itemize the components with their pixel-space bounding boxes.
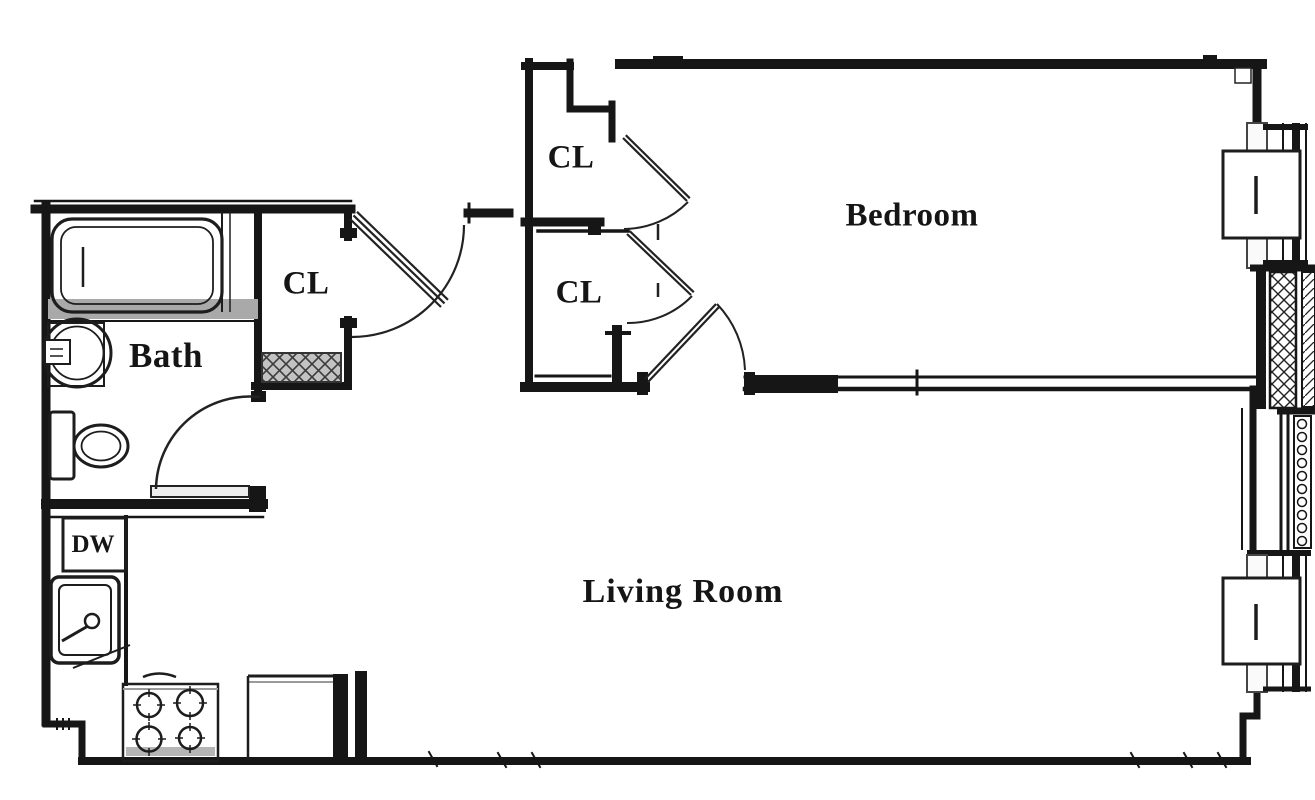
bedroom-door-swing — [644, 303, 746, 383]
bathtub-icon — [50, 211, 231, 314]
window-ac-lower — [1221, 550, 1311, 693]
bedroom-corner-notch — [1234, 67, 1252, 84]
room-label-closet-top: CL — [547, 139, 595, 176]
bifold-door-middle-closet — [626, 230, 695, 325]
wall-jog-teeth — [56, 718, 70, 730]
room-label-closet-left: CL — [282, 265, 330, 302]
closet-left-jamb-upper — [340, 228, 357, 238]
living-southeast-step — [1239, 690, 1261, 762]
toilet-icon — [48, 410, 130, 481]
north-wall-bump-2 — [1203, 55, 1217, 65]
column-hatch — [1250, 264, 1315, 415]
closet-left-jamb-lower — [340, 318, 357, 328]
wall-jambs — [249, 55, 1217, 512]
room-label-dishwasher: DW — [71, 531, 115, 558]
stove-icon — [121, 672, 220, 763]
bath-shelf-band — [48, 299, 258, 319]
stove-handle-tick — [142, 672, 177, 679]
bedroom-south-wall-solid — [745, 375, 838, 393]
north-wall-bump-1 — [653, 56, 683, 65]
bifold-door-upper-closet — [622, 134, 691, 240]
doors — [150, 134, 746, 498]
closet-top-notch-walls — [566, 58, 616, 143]
window-ac-upper — [1221, 122, 1308, 269]
stove-band — [126, 747, 215, 756]
bedroom-door-jamb-left — [637, 372, 648, 395]
bath-door-swing — [150, 395, 261, 498]
south-wall-ticks — [427, 750, 1228, 769]
closet-shelf-hatch — [261, 352, 342, 383]
room-label-living-room: Living Room — [582, 573, 784, 610]
closet-divider-blob — [588, 220, 601, 235]
east-edge-elements — [1221, 122, 1315, 693]
entry-door-swing — [349, 211, 466, 339]
room-label-bath: Bath — [129, 336, 203, 375]
dishwasher-box — [61, 516, 128, 573]
column-circles — [1279, 413, 1312, 551]
kitchen-counter — [246, 671, 367, 762]
bath-door-jamb — [249, 486, 266, 512]
room-label-bedroom: Bedroom — [845, 197, 979, 234]
bath-fixtures — [41, 211, 258, 481]
bath-sink-icon — [41, 317, 113, 389]
walls — [30, 58, 1267, 769]
room-label-closet-middle: CL — [555, 274, 603, 311]
kitchen-fixtures — [49, 516, 367, 763]
stove-burners — [132, 686, 207, 756]
kitchen-sink-icon — [49, 575, 131, 669]
